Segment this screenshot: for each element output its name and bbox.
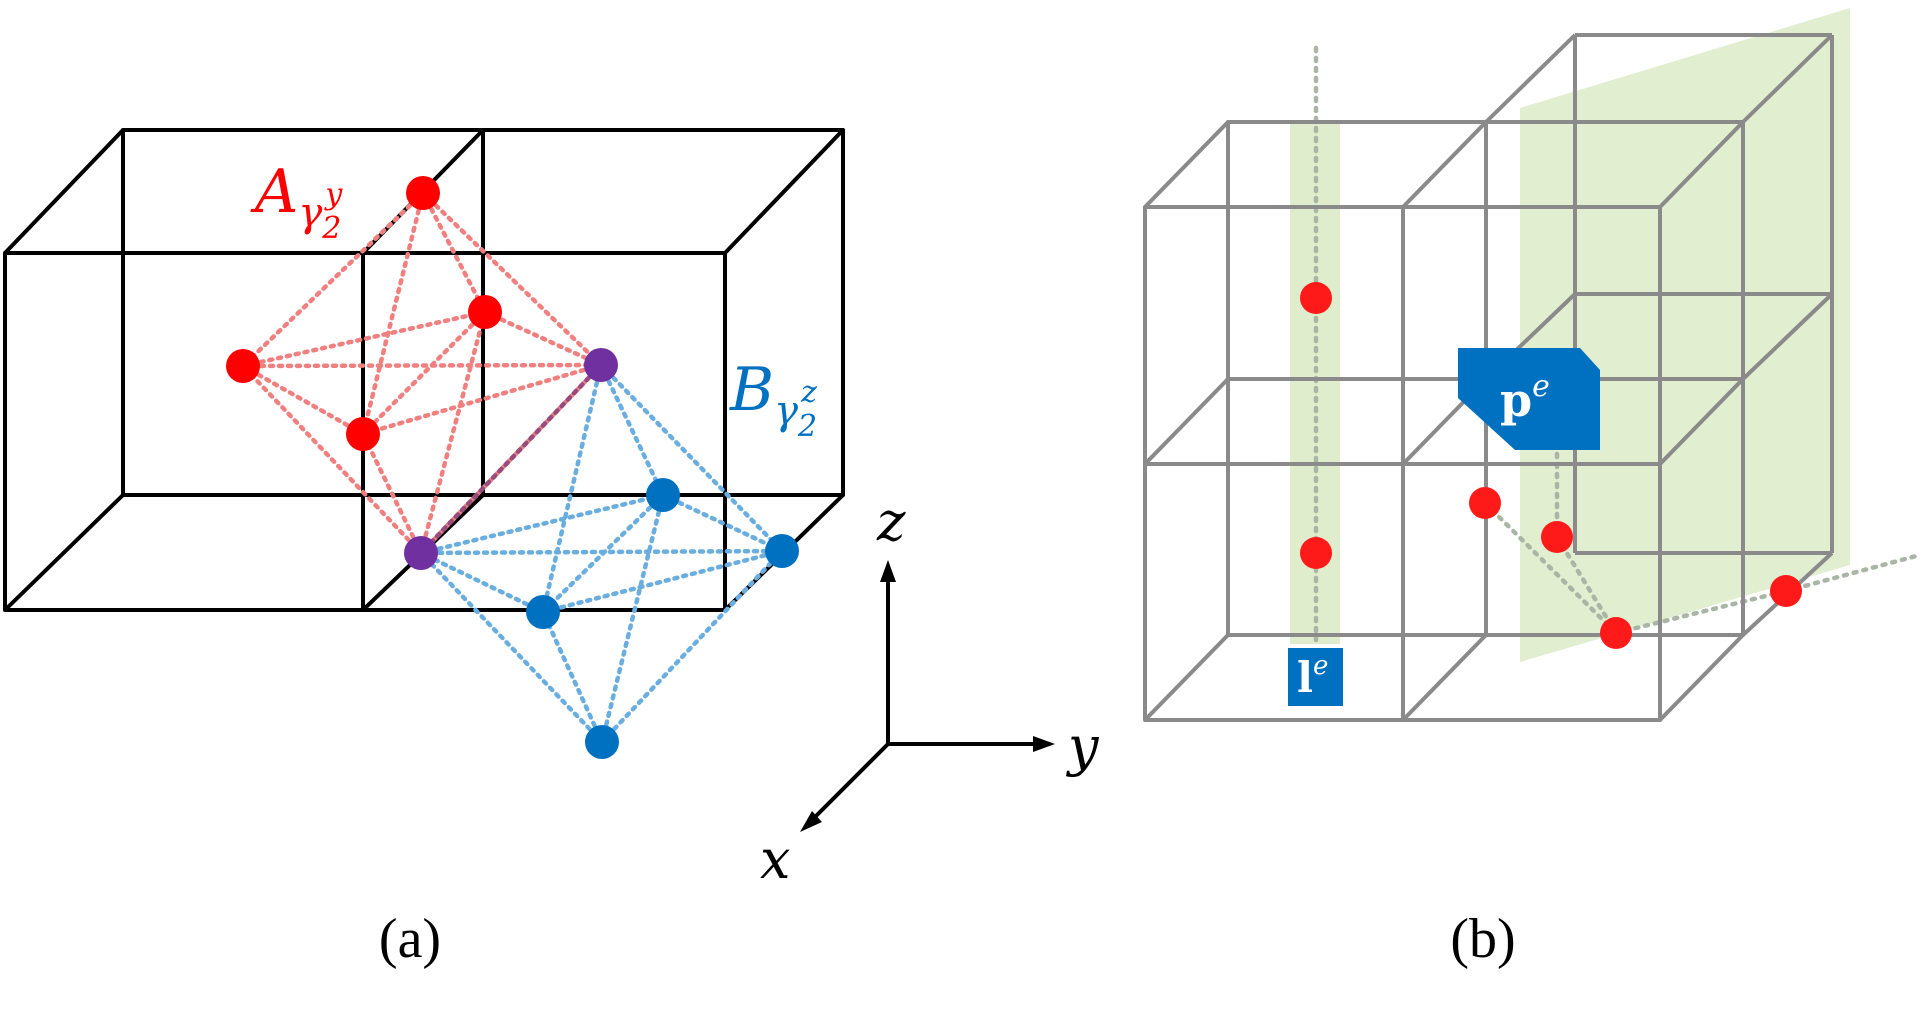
shared-sites bbox=[404, 348, 618, 570]
shared-site-lower bbox=[404, 536, 438, 570]
b-site-front bbox=[526, 595, 560, 629]
a-sites bbox=[226, 176, 502, 451]
a-site-top bbox=[406, 176, 440, 210]
shared-site-upper bbox=[584, 348, 618, 382]
plaquette-label: pe bbox=[1500, 369, 1550, 427]
plaquette-site-3 bbox=[1600, 617, 1632, 649]
b-sites bbox=[526, 478, 799, 759]
z-arrow-head bbox=[880, 560, 896, 582]
caption-a: (a) bbox=[379, 908, 441, 970]
plaquette-highlight bbox=[1520, 8, 1850, 662]
panel-a: Aγ2y Bγ2z z y x (a) bbox=[3, 128, 1100, 970]
b-sites-red bbox=[1300, 282, 1802, 649]
line-label-box bbox=[1288, 648, 1343, 706]
axis-label-x: x bbox=[760, 828, 790, 891]
panel-b: pe le (b) bbox=[1143, 8, 1923, 970]
shared-bond bbox=[418, 362, 604, 556]
a-site-left bbox=[226, 349, 260, 383]
x-arrow-head bbox=[800, 811, 822, 832]
axis-label-z: z bbox=[876, 490, 906, 553]
b-site-back bbox=[646, 478, 680, 512]
axis-label-y: y bbox=[1066, 715, 1100, 778]
a-octahedron-bonds bbox=[240, 190, 604, 556]
y-arrow-head bbox=[1033, 736, 1055, 752]
plaquette-site-1 bbox=[1469, 487, 1501, 519]
line-site-upper bbox=[1300, 282, 1332, 314]
plaquette-site-2 bbox=[1541, 521, 1573, 553]
a-site-front bbox=[346, 417, 380, 451]
line-site-lower bbox=[1300, 537, 1332, 569]
label-a-gamma: Aγ2y bbox=[250, 157, 343, 246]
line-label: le bbox=[1297, 651, 1328, 702]
caption-b: (b) bbox=[1450, 908, 1515, 970]
plaquette-label-box bbox=[1458, 348, 1600, 450]
a-site-back bbox=[468, 295, 502, 329]
label-b-gamma: Bγ2z bbox=[729, 355, 817, 444]
plaquette-site-4 bbox=[1770, 575, 1802, 607]
b-site-right bbox=[765, 534, 799, 568]
axes bbox=[800, 560, 1055, 832]
b-site-bottom bbox=[585, 725, 619, 759]
b-octahedron-bonds bbox=[418, 362, 785, 745]
lattice bbox=[1143, 33, 1834, 722]
